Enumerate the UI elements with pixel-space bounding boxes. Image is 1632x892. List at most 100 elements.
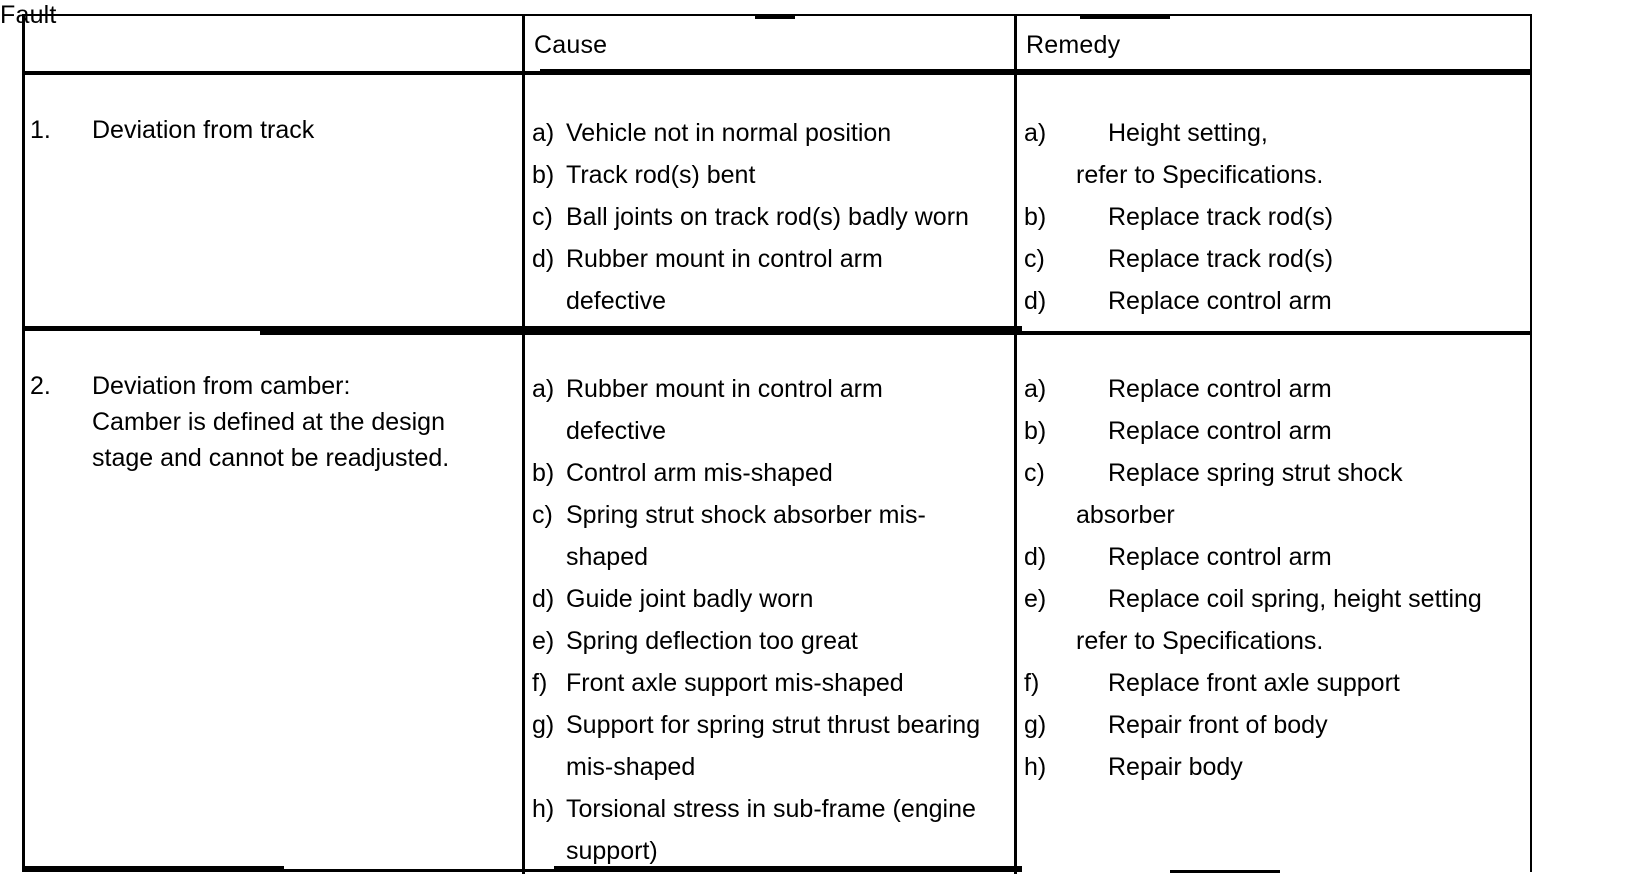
remedy-cell-row-1: a) Height setting, refer to Specificatio… [1024, 112, 1544, 322]
list-item: e) Replace coil spring, height setting [1024, 578, 1554, 620]
bottom-rule-d [1170, 870, 1280, 873]
list-marker: e) [532, 627, 555, 655]
list-marker: h) [1024, 753, 1047, 781]
list-text: Replace control arm [1108, 287, 1332, 315]
list-text: Repair body [1108, 753, 1243, 781]
list-item: f) Front axle support mis-shaped [532, 662, 1022, 704]
column-header-cause: Cause [534, 31, 608, 59]
list-item: d) Rubber mount in control arm [532, 238, 1018, 280]
list-marker: h) [532, 795, 555, 823]
list-text: Spring deflection too great [566, 627, 858, 655]
table-right-edge [1530, 14, 1532, 872]
list-item: b) Replace control arm [1024, 410, 1554, 452]
list-item: a) Rubber mount in control arm [532, 368, 1022, 410]
list-text-continuation: absorber [1076, 501, 1175, 529]
fault-title: Deviation from camber: [92, 372, 351, 400]
list-text: Front axle support mis-shaped [566, 669, 904, 697]
list-text: Ball joints on track rod(s) badly worn [566, 203, 969, 231]
list-marker: d) [532, 245, 555, 273]
list-text: Height setting, [1108, 119, 1268, 147]
table-frame [22, 14, 1532, 872]
list-text-continuation: shaped [566, 543, 649, 571]
bottom-rule-b [284, 869, 554, 872]
fault-cell-row-2: 2. Deviation from camber: Camber is defi… [30, 368, 520, 476]
list-text-continuation: refer to Specifications. [1076, 161, 1324, 189]
list-marker: c) [532, 501, 553, 529]
list-text-continuation: mis-shaped [566, 753, 696, 781]
list-marker: b) [1024, 203, 1047, 231]
list-item: h) Torsional stress in sub-frame (engine [532, 788, 1022, 830]
list-item: e) Spring deflection too great [532, 620, 1022, 662]
list-item: c) Spring strut shock absorber mis- [532, 494, 1022, 536]
list-marker: a) [532, 375, 555, 403]
bottom-rule-c [554, 866, 1022, 872]
list-item: c) Replace track rod(s) [1024, 238, 1544, 280]
list-item: b) Track rod(s) bent [532, 154, 1018, 196]
row-divider [22, 326, 1022, 331]
list-marker: c) [1024, 459, 1045, 487]
list-item: c) Replace spring strut shock [1024, 452, 1554, 494]
list-text: Rubber mount in control arm [566, 375, 883, 403]
list-text-continuation: defective [566, 287, 667, 315]
fault-title: Deviation from track [92, 116, 315, 144]
column-header-fault: Fault [0, 1, 57, 29]
column-header-remedy: Remedy [1026, 31, 1121, 59]
list-marker: f) [1024, 669, 1040, 697]
list-item: b) Control arm mis-shaped [532, 452, 1022, 494]
list-item: d) Guide joint badly worn [532, 578, 1022, 620]
list-marker: b) [532, 161, 555, 189]
list-item: h) Repair body [1024, 746, 1554, 788]
scan-speckle [1080, 16, 1170, 19]
list-item: d) Replace control arm [1024, 536, 1554, 578]
scan-speckle [755, 16, 795, 19]
cause-cell-row-1: a) Vehicle not in normal position b) Tra… [532, 112, 1018, 322]
bottom-rule-a [22, 866, 284, 872]
list-text: Replace front axle support [1108, 669, 1400, 697]
list-text: Spring strut shock absorber mis- [566, 501, 926, 529]
list-marker: g) [1024, 711, 1047, 739]
list-text: Guide joint badly worn [566, 585, 814, 613]
remedy-cell-row-2: a) Replace control arm b) Replace contro… [1024, 368, 1554, 788]
header-rule-segment [540, 69, 1532, 72]
list-marker: b) [532, 459, 555, 487]
list-text: Replace control arm [1108, 417, 1332, 445]
list-item: g) Support for spring strut thrust beari… [532, 704, 1022, 746]
list-text: Replace track rod(s) [1108, 203, 1334, 231]
list-marker: d) [1024, 543, 1047, 571]
list-text: Repair front of body [1108, 711, 1328, 739]
list-marker: d) [532, 585, 555, 613]
list-text: Torsional stress in sub-frame (engine [566, 795, 976, 823]
list-item: g) Repair front of body [1024, 704, 1554, 746]
list-text: Replace coil spring, height setting [1108, 585, 1482, 613]
fault-number: 2. [30, 372, 51, 400]
list-marker: e) [1024, 585, 1047, 613]
list-text: Control arm mis-shaped [566, 459, 833, 487]
list-text-continuation: support) [566, 837, 658, 865]
list-marker: d) [1024, 287, 1047, 315]
fault-note-line-1: Camber is defined at the design [92, 408, 445, 436]
list-marker: c) [1024, 245, 1045, 273]
row-divider-segment [260, 331, 1532, 335]
list-marker: f) [532, 669, 548, 697]
list-item: c) Ball joints on track rod(s) badly wor… [532, 196, 1018, 238]
list-marker: b) [1024, 417, 1047, 445]
list-marker: a) [532, 119, 555, 147]
list-item: f) Replace front axle support [1024, 662, 1554, 704]
list-text: Replace spring strut shock [1108, 459, 1403, 487]
list-text: Support for spring strut thrust bearing [566, 711, 981, 739]
list-marker: a) [1024, 119, 1047, 147]
list-text: Track rod(s) bent [566, 161, 756, 189]
fault-number: 1. [30, 116, 51, 144]
column-divider-cause-remedy [1014, 14, 1017, 874]
list-text: Replace control arm [1108, 375, 1332, 403]
list-item: a) Height setting, [1024, 112, 1544, 154]
list-text: Rubber mount in control arm [566, 245, 883, 273]
list-text: Replace track rod(s) [1108, 245, 1334, 273]
list-text-continuation: refer to Specifications. [1076, 627, 1324, 655]
list-text-continuation: defective [566, 417, 667, 445]
list-marker: a) [1024, 375, 1047, 403]
list-marker: g) [532, 711, 555, 739]
fault-note-line-2: stage and cannot be readjusted. [92, 444, 450, 472]
list-item: d) Replace control arm [1024, 280, 1544, 322]
list-item: a) Replace control arm [1024, 368, 1554, 410]
